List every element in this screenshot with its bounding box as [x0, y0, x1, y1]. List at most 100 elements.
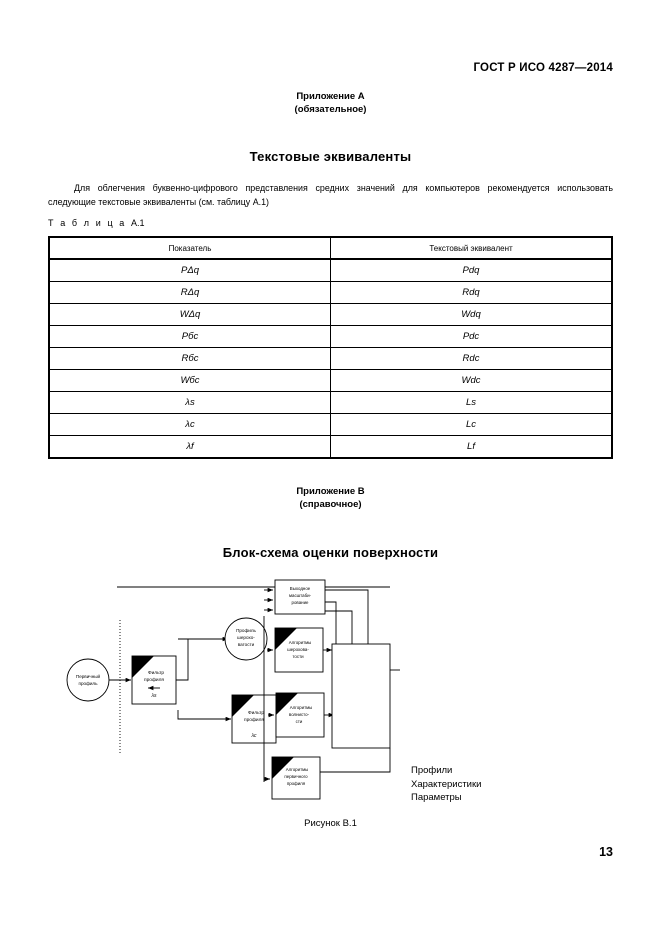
annex-a-paragraph: Для облегчения буквенно-цифрового предст… — [48, 181, 613, 209]
table-a1-caption: Т а б л и ц а А.1 — [48, 218, 145, 228]
results-block-box — [331, 643, 391, 749]
primary-profile-algorithms-label-line2: первичного — [284, 774, 308, 779]
table-a1-wrapper: Показатель Текстовый эквивалент PΔq Pdq … — [48, 236, 613, 459]
profile-filter-s-label-line2: профиля — [144, 677, 164, 683]
annex-a-heading-block: Приложение А (обязательное) — [0, 90, 661, 116]
annex-a-subtitle: (обязательное) — [294, 104, 367, 115]
table-a1-body: PΔq Pdq RΔq Rdq WΔq Wdq Pбc Pdc Rбc Rd — [48, 258, 613, 459]
edge-filter-s-down — [177, 710, 229, 720]
roughness-algorithms-label-line3: тости — [292, 654, 304, 659]
roughness-algorithms-label-line2: шерохова- — [287, 647, 309, 652]
table-a1: Показатель Текстовый эквивалент PΔq Pdq … — [48, 236, 613, 459]
profile-filter-c-label-line2: профиля — [244, 717, 264, 723]
cell-text-equivalent: Lf — [330, 435, 613, 459]
edge-output-scaling-alt — [325, 610, 353, 644]
annex-b-subtitle: (справочное) — [299, 499, 362, 510]
legend-item-parameters: Параметры — [411, 792, 462, 803]
primary-profile-algorithms-corner-marker — [272, 757, 294, 779]
node-results-block — [331, 643, 391, 749]
cell-indicator: RΔq — [48, 281, 331, 304]
profile-filter-s-corner-marker — [132, 656, 154, 678]
column-header-text-equivalent: Текстовый эквивалент — [330, 236, 613, 260]
cell-indicator: PΔq — [48, 258, 331, 282]
cell-text-equivalent: Rdq — [330, 281, 613, 304]
table-row: λs Ls — [48, 391, 613, 414]
node-roughness-profile: Профиль шерохо- ватости — [224, 617, 268, 661]
roughness-algorithms-corner-marker — [275, 628, 297, 650]
page-number: 13 — [599, 845, 613, 859]
output-scaling-box — [274, 579, 326, 615]
roughness-profile-label-line1: Профиль — [236, 628, 256, 633]
cell-indicator: WΔq — [48, 303, 331, 326]
table-row: PΔq Pdq — [48, 258, 613, 282]
waviness-algorithms-corner-marker — [276, 693, 298, 715]
table-header-row: Показатель Текстовый эквивалент — [48, 236, 613, 260]
legend-item-profiles: Профили — [411, 765, 453, 776]
roughness-algorithms-label-line1: Алгоритмы — [289, 640, 312, 645]
surface-evaluation-block-diagram: Первичный профиль Фильтр профиля λs — [60, 570, 620, 820]
cell-indicator: λf — [48, 435, 331, 459]
node-primary-profile-algorithms: Алгоритмы первичного профиля — [271, 756, 321, 800]
table-caption-label: Т а б л и ц а — [48, 218, 127, 228]
annex-a-title: Приложение А — [296, 91, 365, 102]
table-row: WΔq Wdq — [48, 303, 613, 326]
annex-b-title: Приложение В — [296, 486, 365, 497]
table-row: Pбc Pdc — [48, 325, 613, 348]
profile-filter-s-label-line1: Фильтр — [148, 670, 164, 676]
primary-profile-algorithms-label-line3: профиля — [287, 781, 306, 786]
annex-b-heading-block: Приложение В (справочное) — [0, 485, 661, 511]
table-row: RΔq Rdq — [48, 281, 613, 304]
profile-filter-c-label-line1: Фильтр — [248, 710, 264, 716]
cell-text-equivalent: Wdq — [330, 303, 613, 326]
cell-text-equivalent: Pdc — [330, 325, 613, 348]
waviness-algorithms-label-line3: сти — [296, 719, 303, 724]
roughness-profile-circle — [224, 617, 268, 661]
table-caption-number: А.1 — [131, 218, 145, 228]
figure-caption: Рисунок В.1 — [304, 818, 357, 829]
cell-text-equivalent: Ls — [330, 391, 613, 414]
primary-profile-algorithms-label-line1: Алгоритмы — [286, 767, 309, 772]
diagram-legend: Профили Характеристики Параметры — [411, 764, 481, 805]
cell-indicator: Wбc — [48, 369, 331, 392]
annex-a-section-title: Текстовые эквиваленты — [249, 149, 412, 164]
waviness-algorithms-label-line2: волнисто- — [289, 712, 310, 717]
node-waviness-algorithms: Алгоритмы волнисто- сти — [275, 692, 325, 738]
cell-text-equivalent: Pdq — [330, 258, 613, 282]
output-scaling-label-line3: рование — [292, 600, 309, 605]
table-row: λc Lc — [48, 413, 613, 436]
cell-indicator: Pбc — [48, 325, 331, 348]
cell-text-equivalent: Rdc — [330, 347, 613, 370]
table-row: Rбc Rdc — [48, 347, 613, 370]
table-row: λf Lf — [48, 435, 613, 459]
node-output-scaling: Выходное масштаби- рование — [274, 579, 326, 615]
edge-filter-s-to-roughness — [176, 638, 225, 681]
cell-text-equivalent: Lc — [330, 413, 613, 436]
cell-indicator: Rбc — [48, 347, 331, 370]
roughness-profile-label-line3: ватости — [238, 642, 255, 647]
annex-b-section-title: Блок-схема оценки поверхности — [222, 545, 439, 560]
edge-primary-algorithms-out — [320, 748, 391, 773]
node-profile-filter-lambda-c: Фильтр профиля λc — [231, 694, 277, 744]
output-scaling-label-line2: масштаби- — [289, 593, 312, 598]
primary-profile-label-line2: профиль — [78, 681, 98, 686]
profile-filter-c-box — [231, 694, 277, 744]
node-roughness-algorithms: Алгоритмы шерохова- тости — [274, 627, 324, 673]
node-primary-profile: Первичный профиль — [66, 658, 110, 702]
column-header-indicator: Показатель — [48, 236, 331, 260]
table-row: Wбc Wdc — [48, 369, 613, 392]
profile-filter-c-corner-marker — [232, 695, 254, 717]
profile-filter-c-parameter: λc — [251, 733, 257, 739]
primary-profile-circle — [66, 658, 110, 702]
edge-output-scaling-right — [325, 589, 369, 644]
cell-indicator: λc — [48, 413, 331, 436]
paragraph-text: Для облегчения буквенно-цифрового предст… — [48, 183, 613, 207]
node-profile-filter-lambda-s: Фильтр профиля λs — [131, 655, 177, 705]
cell-text-equivalent: Wdc — [330, 369, 613, 392]
edge-output-scaling-mid — [325, 601, 337, 644]
waviness-algorithms-label-line1: Алгоритмы — [290, 705, 313, 710]
output-scaling-label-line1: Выходное — [290, 586, 311, 591]
legend-item-characteristics: Характеристики — [411, 778, 482, 790]
cell-indicator: λs — [48, 391, 331, 414]
roughness-profile-label-line2: шерохо- — [237, 635, 255, 640]
